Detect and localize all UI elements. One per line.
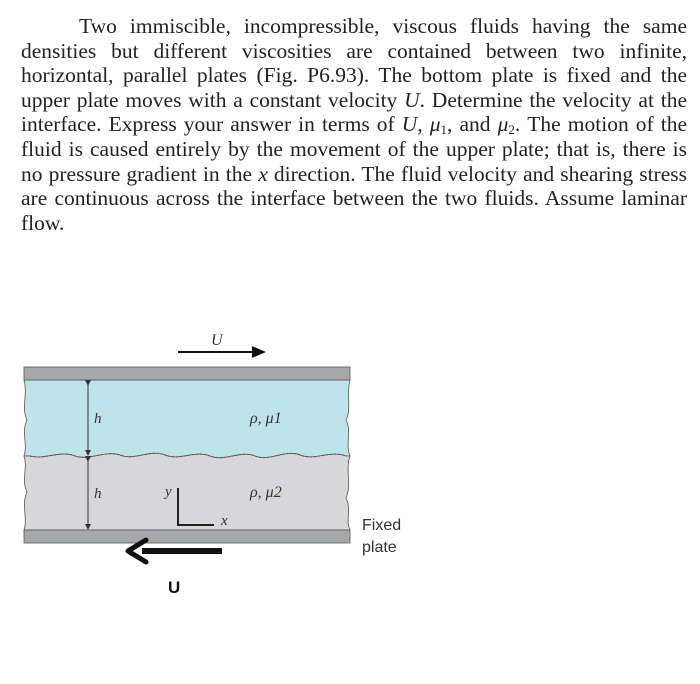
problem-statement: Two immiscible, incompressible, viscous … xyxy=(21,14,687,235)
top-velocity-arrow xyxy=(178,346,266,358)
bottom-velocity-arrow xyxy=(125,537,222,565)
lower-height-label: h xyxy=(94,486,102,502)
top-velocity-label: U xyxy=(211,332,224,349)
upper-plate xyxy=(23,366,351,381)
upper-fluid-label: ρ, μ1 xyxy=(249,410,282,427)
interface-line xyxy=(29,452,347,459)
lower-fluid-label: ρ, μ2 xyxy=(249,484,282,501)
upper-height-label: h xyxy=(94,411,102,427)
lower-fluid-layer xyxy=(23,452,351,531)
bottom-fixed-plate xyxy=(23,529,351,544)
x-axis-label: x xyxy=(220,513,228,529)
bottom-velocity-label: U xyxy=(168,578,180,597)
upper-fluid-layer xyxy=(23,379,351,459)
fixed-plate-label-line2: plate xyxy=(362,539,397,556)
coordinate-axes xyxy=(177,488,214,526)
fixed-plate-label-line1: Fixed xyxy=(362,517,401,534)
y-axis-label: y xyxy=(163,484,172,500)
